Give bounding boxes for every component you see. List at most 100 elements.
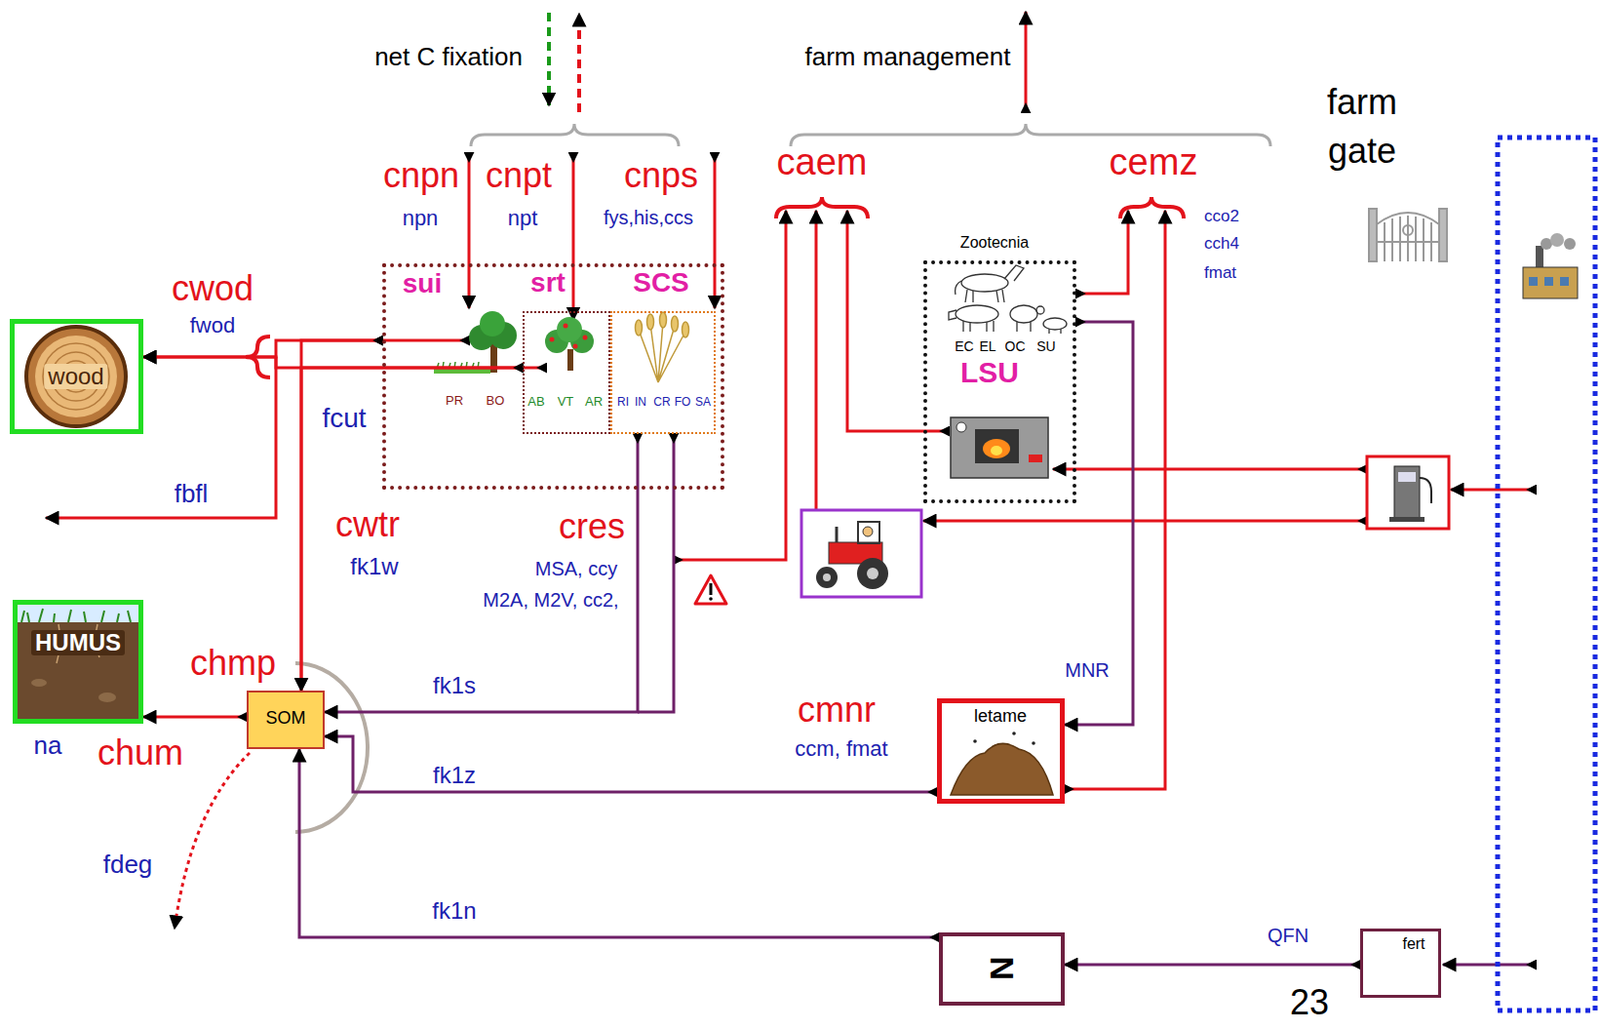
- soil-picture: [17, 604, 139, 719]
- flow-line: [1450, 488, 1536, 492]
- section-heading: farm management: [805, 42, 1012, 72]
- tractor-box: [858, 521, 880, 544]
- orchard-tree: [545, 316, 594, 371]
- soil-picture: [17, 604, 139, 719]
- degradation-arrow: [174, 752, 250, 929]
- farm-gate-icon: [1376, 212, 1440, 225]
- orchard-tree: [567, 349, 574, 371]
- crop-code: RI: [617, 395, 629, 409]
- parameter-label: MNR: [1064, 659, 1110, 681]
- pool-name: HUMUS: [31, 629, 125, 656]
- flow-line: [847, 210, 949, 431]
- livestock-sketch: [955, 305, 999, 323]
- crop-code: FO: [674, 395, 692, 409]
- parameter-label: cch4: [1204, 234, 1240, 254]
- livestock-sketch: [948, 310, 994, 332]
- parameter-label: fmat: [1204, 264, 1237, 283]
- box-title: letame: [974, 706, 1027, 727]
- parameter-label: npt: [507, 206, 539, 231]
- manure-heap: [1031, 741, 1036, 745]
- flux-label: cemz: [1109, 142, 1199, 184]
- wheat-sketch: [635, 319, 643, 336]
- flow-connector: [324, 433, 638, 712]
- flow-connector: [143, 356, 523, 368]
- orchard-tree: [583, 335, 588, 341]
- tractor-box: [835, 526, 839, 543]
- livestock-sketch: [1010, 305, 1038, 323]
- animal-code: SU: [1036, 339, 1055, 354]
- land-use-box: srtABVTARSCSRIINCRFOSAsuiPRBO: [382, 263, 725, 490]
- section-heading: farm gate: [1303, 78, 1421, 176]
- flux-label: cmnr: [797, 690, 876, 730]
- flux-label: cnpn: [383, 156, 460, 196]
- forest-tree: [433, 368, 491, 374]
- box-title: N: [982, 955, 1019, 980]
- livestock-sketch: [948, 265, 1067, 334]
- boiler-icon: [990, 445, 1003, 456]
- crop-code: PR: [445, 393, 464, 408]
- livestock-sketch: [961, 273, 1009, 292]
- orchard-tree: [549, 337, 555, 343]
- factory-icon: [1560, 276, 1569, 286]
- factory-icon: [1544, 276, 1554, 286]
- warning-sign: [709, 583, 713, 595]
- wood-rings: [42, 343, 110, 410]
- parameter-label: fk1z: [432, 762, 476, 788]
- livestock-sketch: [1036, 306, 1045, 314]
- livestock-sketch: [1049, 328, 1061, 334]
- manure-heap: [950, 731, 1054, 795]
- factory-icon: [1522, 267, 1578, 299]
- flow-line: [45, 153, 1536, 789]
- wheat-sketch: [647, 313, 655, 330]
- purple-flow-line: [637, 433, 1536, 965]
- soil-picture: [31, 678, 47, 687]
- warning-sign: [695, 575, 727, 604]
- flow-connector: [324, 736, 937, 792]
- flow-connector: [1064, 963, 1361, 967]
- farm-boundary: [1497, 137, 1596, 1011]
- parameter-label: ccm, fmat: [794, 737, 888, 761]
- farm-gate-icon: [1439, 208, 1447, 262]
- crop-code: SA: [695, 395, 711, 409]
- animal-code: EC: [954, 339, 974, 354]
- parameter-label: fdeg: [103, 850, 154, 879]
- crop-code: AB: [527, 394, 545, 409]
- livestock-sketch: [955, 265, 1024, 303]
- crop-code: AR: [585, 394, 603, 409]
- boiler-icon: [1028, 454, 1043, 463]
- tractor-box: [816, 566, 838, 588]
- flow-line: [522, 366, 547, 370]
- flux-label: cwod: [171, 269, 254, 309]
- boiler-icon: [950, 417, 1049, 478]
- manure-heap: [973, 739, 977, 743]
- livestock-box: ZootecniaECELOCSULSU: [923, 260, 1077, 504]
- soil-picture: [17, 604, 139, 623]
- flow-line: [815, 210, 819, 510]
- manure-heap: [1012, 731, 1016, 736]
- factory-icon: [1522, 233, 1578, 299]
- fuel-pump-box: [1419, 477, 1432, 504]
- farm-gate-icon: [1368, 208, 1377, 262]
- flux-label: cres: [558, 507, 625, 547]
- carbon-fixation-arrows: [546, 12, 551, 106]
- wheat-sketch: [638, 321, 686, 383]
- wood-rings: [26, 326, 126, 427]
- parameter-label: fk1w: [350, 553, 398, 580]
- wood-rings: [26, 326, 126, 427]
- livestock-sketch: [1043, 317, 1067, 330]
- flux-label: cwtr: [335, 505, 400, 545]
- purple-flow-line: [1443, 963, 1536, 967]
- forest-tree: [433, 311, 517, 374]
- parameter-label: fwod: [190, 313, 235, 338]
- tractor-box: [822, 573, 831, 582]
- farm-gate-icon: [1376, 215, 1440, 262]
- parameter-label: fbfl: [174, 479, 209, 508]
- parameter-label: fk1s: [432, 672, 476, 699]
- factory-icon: [1550, 233, 1564, 247]
- parameter-label: M2A, M2V, cc2,: [482, 588, 619, 611]
- boiler-icon: [950, 417, 1049, 478]
- flow-line: [713, 153, 717, 309]
- grey-brace: [470, 123, 679, 147]
- wheat-sketch: [635, 312, 690, 383]
